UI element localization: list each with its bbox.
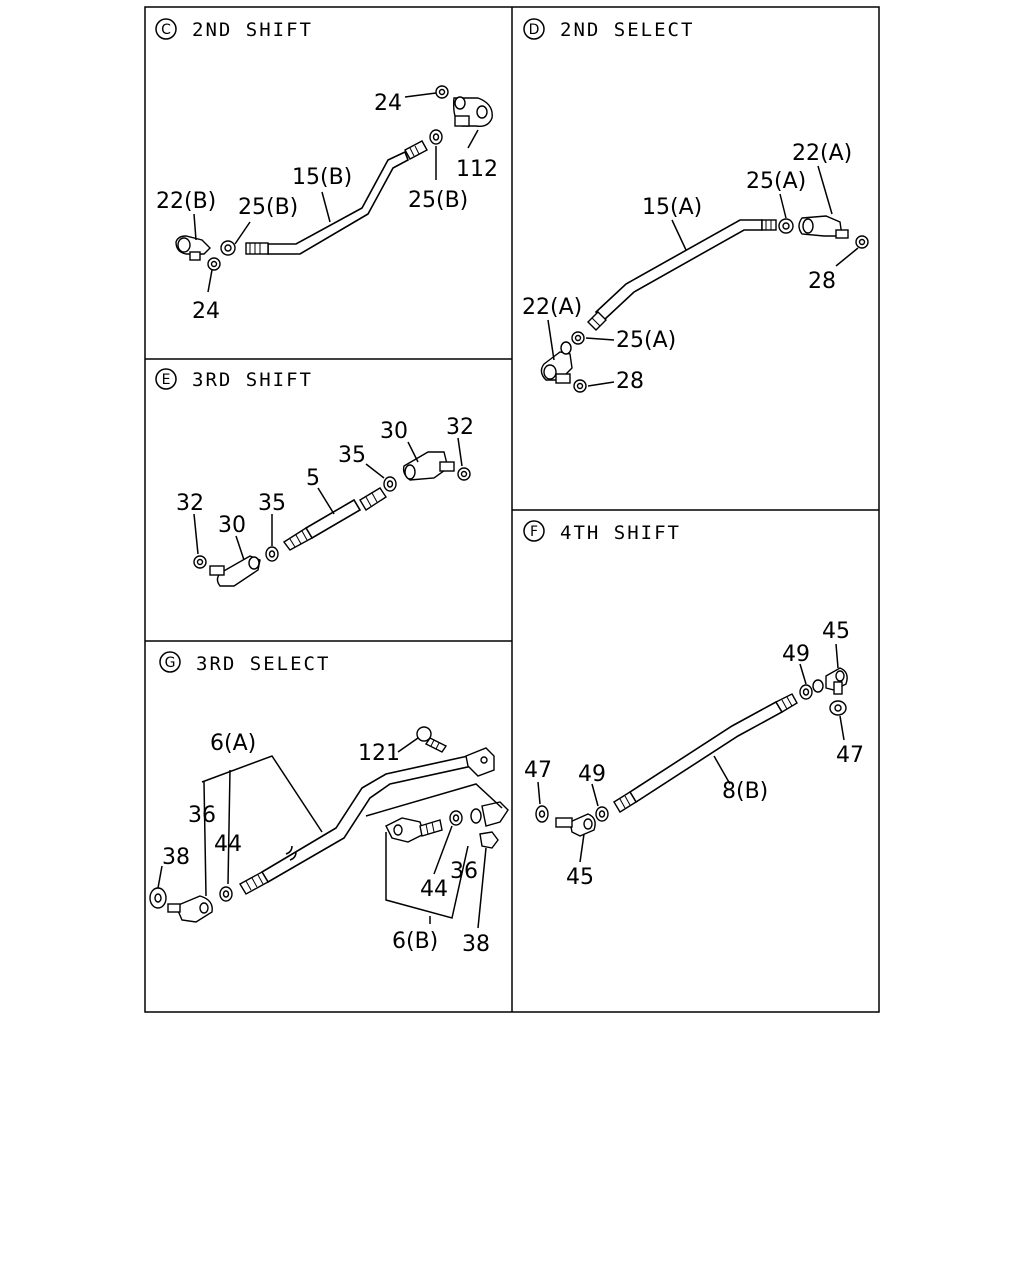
label-d-28-right: 28: [808, 269, 836, 294]
ball-joint-d-right: [798, 215, 849, 239]
label-d-28-left: 28: [616, 369, 644, 394]
panel-c-title: 2ND SHIFT: [192, 19, 313, 41]
thread-e-left: [282, 527, 313, 551]
thread-e-right: [359, 487, 387, 511]
label-d-25a-left: 25(A): [616, 328, 676, 353]
panel-d-badge: D: [523, 18, 545, 40]
label-f-8b: 8(B): [722, 779, 768, 804]
panel-g-3rd-select: G 3RD SELECT: [149, 651, 509, 957]
label-c-24-upper: 24: [374, 91, 402, 116]
panel-e-badge-letter: E: [162, 372, 171, 388]
ball-joint-c-22b: [175, 235, 211, 261]
label-d-25a-right: 25(A): [746, 169, 806, 194]
panel-f-4th-shift: F 4TH SHIFT: [523, 520, 864, 890]
panel-c-2nd-shift: C 2ND SHIFT: [155, 18, 498, 324]
label-c-25b-right: 25(B): [408, 188, 468, 213]
rod-5: [304, 498, 362, 540]
label-e-35-left: 35: [258, 491, 286, 516]
label-g-38-right: 38: [462, 932, 490, 957]
label-g-44-left: 44: [214, 832, 242, 857]
label-c-22b: 22(B): [156, 189, 216, 214]
panel-d-badge-letter: D: [529, 22, 540, 38]
label-d-22a-left: 22(A): [522, 295, 582, 320]
label-d-15a: 15(A): [642, 195, 702, 220]
ball-joint-f-left: [555, 813, 596, 837]
panel-grid: [144, 6, 880, 1013]
thread-d-right: [761, 219, 777, 231]
thread-g-left: [239, 871, 269, 895]
label-f-45-left: 45: [566, 865, 594, 890]
label-e-32-left: 32: [176, 491, 204, 516]
label-e-5: 5: [306, 466, 320, 491]
panel-e-badge: E: [155, 368, 177, 390]
label-f-45-right: 45: [822, 619, 850, 644]
panel-f-badge: F: [523, 520, 545, 542]
label-f-47-right: 47: [836, 743, 864, 768]
thread-f-left: [613, 791, 637, 813]
thread-d-left: [587, 311, 607, 331]
panel-e-3rd-shift: E 3RD SHIFT: [155, 368, 474, 587]
panel-c-badge-letter: C: [161, 22, 171, 38]
ball-joint-f-right: [812, 667, 848, 695]
label-g-38-left: 38: [162, 845, 190, 870]
thread-c-right: [404, 140, 428, 160]
label-e-30-right: 30: [380, 419, 408, 444]
label-e-35-right: 35: [338, 443, 366, 468]
label-f-47-left: 47: [524, 758, 552, 783]
label-e-32-right: 32: [446, 415, 474, 440]
ball-joint-c-112: [452, 96, 493, 128]
label-g-121: 121: [358, 741, 400, 766]
panel-f-title: 4TH SHIFT: [560, 522, 681, 544]
panel-d-title: 2ND SELECT: [560, 19, 694, 41]
label-e-30-left: 30: [218, 513, 246, 538]
thread-c-left: [245, 242, 269, 255]
label-g-6a: 6(A): [210, 731, 256, 756]
label-g-36-left: 36: [188, 803, 216, 828]
label-c-15b: 15(B): [292, 165, 352, 190]
label-c-112: 112: [456, 157, 498, 182]
panel-e-title: 3RD SHIFT: [192, 369, 313, 391]
panel-g-title: 3RD SELECT: [196, 653, 330, 675]
label-c-24-lower: 24: [192, 299, 220, 324]
ball-joint-d-left: [540, 341, 573, 384]
panel-g-badge-letter: G: [165, 655, 176, 671]
label-g-44-right: 44: [420, 877, 448, 902]
ball-joint-g-left: [167, 895, 213, 923]
assembly-g-6b: [385, 817, 443, 843]
ball-joint-g-right: [470, 801, 509, 827]
panel-f-badge-letter: F: [530, 524, 538, 540]
ball-joint-e-right: [402, 451, 455, 481]
rod-6a: [260, 755, 474, 884]
label-f-49-left: 49: [578, 762, 606, 787]
label-g-6b: 6(B): [392, 929, 438, 954]
label-g-36-right: 36: [450, 859, 478, 884]
thread-f-right: [775, 693, 798, 713]
panel-d-2nd-select: D 2ND SELECT: [522, 18, 869, 394]
panel-c-badge: C: [155, 18, 177, 40]
label-d-22a-right: 22(A): [792, 141, 852, 166]
bracket-g-121: [416, 726, 495, 777]
label-f-49-right: 49: [782, 642, 810, 667]
nut-g-38-right: [479, 831, 499, 849]
ball-joint-e-left: [209, 555, 261, 587]
label-c-25b-left: 25(B): [238, 195, 298, 220]
panel-g-badge: G: [159, 651, 181, 673]
rod-15b: [267, 150, 409, 255]
